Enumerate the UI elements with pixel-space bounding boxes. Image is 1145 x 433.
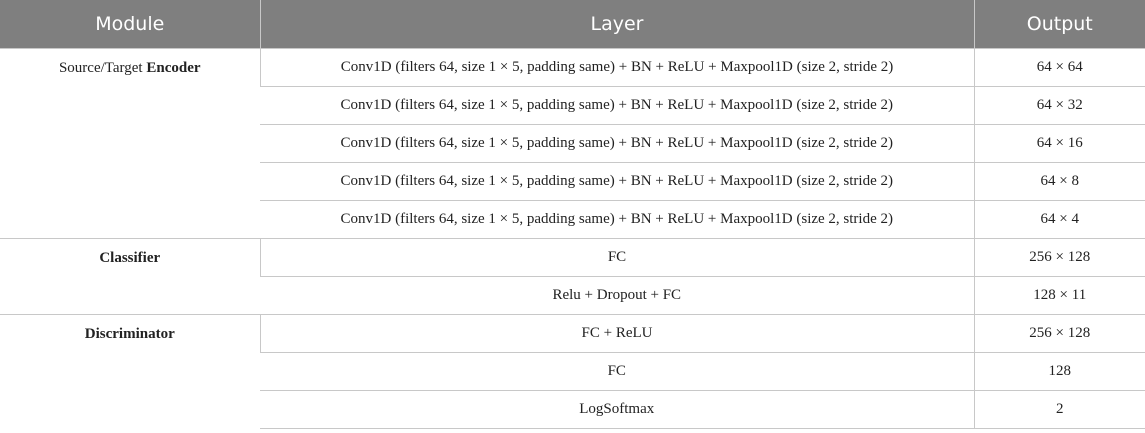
layer-cell: FC bbox=[260, 352, 974, 391]
layer-cell: Conv1D (filters 64, size 1 × 5, padding … bbox=[259, 48, 974, 87]
output-cell: 64 × 4 bbox=[973, 200, 1145, 239]
table-row: Source/Target Encoder Conv1D (filters 64… bbox=[0, 48, 1145, 239]
layer-cell: FC bbox=[259, 238, 974, 277]
layer-cell: Conv1D (filters 64, size 1 × 5, padding … bbox=[260, 124, 974, 163]
header-module: Module bbox=[0, 0, 260, 49]
module-discriminator: Discriminator bbox=[0, 314, 260, 429]
layer-cell: Conv1D (filters 64, size 1 × 5, padding … bbox=[260, 162, 974, 201]
header-layer: Layer bbox=[259, 0, 974, 49]
output-cell: 64 × 16 bbox=[973, 124, 1145, 163]
module-encoder-prefix: Source/Target bbox=[58, 60, 147, 76]
output-cell: 64 × 64 bbox=[973, 48, 1145, 87]
table-row: Conv1D (filters 64, size 1 × 5, padding … bbox=[0, 86, 1145, 125]
header-output: Output bbox=[973, 0, 1145, 49]
table-row: Relu + Dropout + FC 128 × 11 bbox=[0, 276, 1145, 315]
table-header: Module Layer Output bbox=[0, 0, 1145, 49]
module-classifier: Classifier bbox=[0, 238, 260, 315]
layer-cell: Conv1D (filters 64, size 1 × 5, padding … bbox=[260, 86, 974, 125]
output-cell: 128 × 11 bbox=[973, 276, 1145, 315]
table-row: Conv1D (filters 64, size 1 × 5, padding … bbox=[0, 124, 1145, 163]
module-encoder: Source/Target Encoder bbox=[0, 48, 260, 239]
output-cell: 2 bbox=[973, 390, 1145, 429]
table-row: Discriminator FC + ReLU 256 × 128 bbox=[0, 314, 1145, 429]
table-row: Classifier FC 256 × 128 bbox=[0, 238, 1145, 315]
output-cell: 64 × 8 bbox=[973, 162, 1145, 201]
output-cell: 256 × 128 bbox=[973, 314, 1145, 353]
layer-cell: Relu + Dropout + FC bbox=[260, 276, 974, 315]
table-row: Conv1D (filters 64, size 1 × 5, padding … bbox=[0, 162, 1145, 201]
table-body: Source/Target Encoder Conv1D (filters 64… bbox=[0, 48, 1145, 429]
output-cell: 256 × 128 bbox=[973, 238, 1145, 277]
layer-cell: LogSoftmax bbox=[260, 390, 974, 429]
output-cell: 128 bbox=[973, 352, 1145, 391]
module-encoder-bold: Encoder bbox=[146, 60, 201, 76]
output-cell: 64 × 32 bbox=[973, 86, 1145, 125]
layer-cell: Conv1D (filters 64, size 1 × 5, padding … bbox=[260, 200, 974, 239]
table-row: FC 128 bbox=[0, 352, 1145, 391]
header-row: Module Layer Output bbox=[0, 0, 1145, 49]
table-row: LogSoftmax 2 bbox=[0, 390, 1145, 429]
layer-cell: FC + ReLU bbox=[259, 314, 974, 353]
table-row: Conv1D (filters 64, size 1 × 5, padding … bbox=[0, 200, 1145, 239]
